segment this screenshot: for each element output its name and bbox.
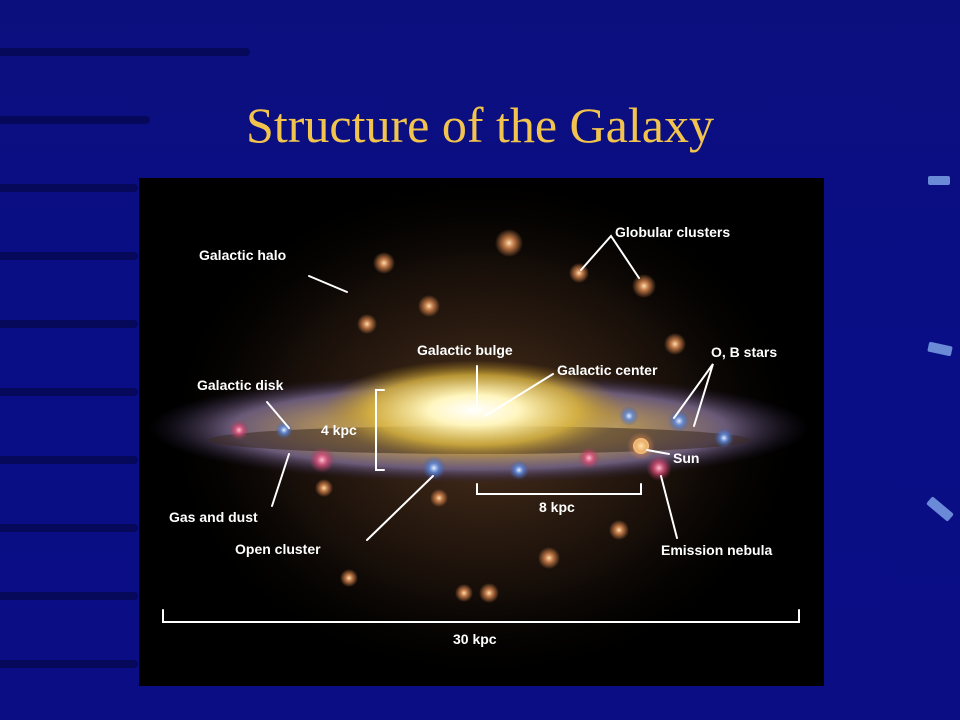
open-cluster (422, 456, 446, 480)
ob-star-cluster (714, 428, 734, 448)
label-sun-distance: 8 kpc (539, 499, 575, 515)
globular-cluster (455, 584, 473, 602)
leader-galactic-halo (308, 275, 348, 293)
label-open-cluster: Open cluster (235, 541, 321, 557)
label-galactic-halo: Galactic halo (199, 247, 286, 263)
leader-ob-stars (673, 363, 714, 427)
label-galactic-center: Galactic center (557, 362, 658, 378)
globular-cluster (340, 569, 358, 587)
decor-mark (928, 176, 950, 185)
leader-sun (646, 449, 670, 455)
label-globular-clusters: Globular clusters (615, 224, 730, 240)
bracket-diameter (162, 609, 800, 623)
bracket-sun-distance (476, 483, 642, 495)
decor-stripe (0, 320, 138, 328)
emission-nebula (646, 455, 672, 481)
open-cluster (509, 460, 529, 480)
label-galactic-bulge: Galactic bulge (417, 342, 513, 358)
globular-cluster (664, 333, 686, 355)
decor-stripe (0, 184, 138, 192)
open-cluster (275, 421, 293, 439)
decor-stripe (0, 592, 138, 600)
decor-stripe (0, 116, 150, 124)
label-sun: Sun (673, 450, 699, 466)
globular-cluster (495, 229, 523, 257)
label-emission-nebula: Emission nebula (661, 542, 772, 558)
ob-star-cluster (619, 406, 639, 426)
globular-cluster (569, 263, 589, 283)
globular-cluster (430, 489, 448, 507)
globular-cluster (315, 479, 333, 497)
leader-galactic-disk (266, 401, 290, 429)
globular-cluster (357, 314, 377, 334)
label-disk-thickness: 4 kpc (321, 422, 357, 438)
globular-cluster (538, 547, 560, 569)
decor-stripe (0, 48, 250, 56)
galaxy-diagram-svg: Galactic halo Globular clusters Galactic… (149, 178, 814, 686)
emission-nebula (309, 447, 335, 473)
leader-galactic-center (484, 373, 554, 417)
sun-glow (627, 432, 655, 460)
globular-cluster (418, 295, 440, 317)
label-diameter: 30 kpc (453, 631, 497, 647)
galaxy-structure-diagram: Galactic halo Globular clusters Galactic… (139, 178, 824, 686)
label-gas-and-dust: Gas and dust (169, 509, 258, 525)
leader-globular-clusters (580, 234, 640, 279)
globular-cluster (373, 252, 395, 274)
decor-stripe (0, 524, 138, 532)
globular-cluster (609, 520, 629, 540)
decor-stripe (0, 388, 138, 396)
decor-stripe (0, 660, 138, 668)
label-ob-stars: O, B stars (711, 344, 777, 360)
leader-open-cluster (366, 475, 434, 541)
leader-emission-nebula (660, 475, 678, 539)
leader-gas-and-dust (271, 453, 290, 507)
emission-nebula (229, 420, 249, 440)
decor-stripe (0, 456, 138, 464)
ob-star-cluster (668, 410, 690, 432)
emission-nebula (578, 447, 600, 469)
globular-cluster (479, 583, 499, 603)
globular-cluster (632, 274, 656, 298)
bracket-disk-thickness (375, 389, 385, 471)
decor-stripe (0, 252, 138, 260)
label-galactic-disk: Galactic disk (197, 377, 284, 393)
slide-title: Structure of the Galaxy (246, 97, 714, 153)
galactic-bulge-shape (324, 360, 624, 460)
